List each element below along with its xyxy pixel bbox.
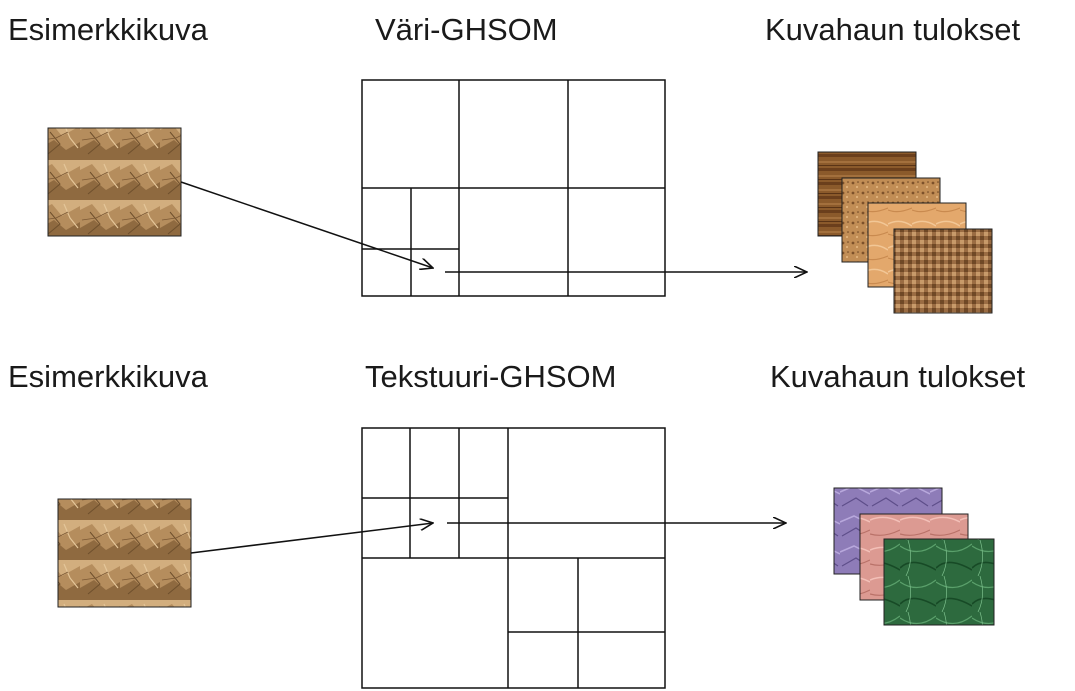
texture-ghsom-map (362, 428, 665, 688)
result-images-stack-1 (818, 152, 992, 313)
query-to-map-arrow-2 (191, 523, 433, 553)
result-image-weave (894, 229, 992, 313)
query-image-1 (48, 128, 181, 236)
color-ghsom-map (362, 80, 665, 296)
query-image-2 (58, 499, 191, 607)
result-image-green-marble (884, 539, 994, 625)
query-to-map-arrow-1 (181, 182, 433, 268)
result-images-stack-2 (834, 488, 994, 625)
